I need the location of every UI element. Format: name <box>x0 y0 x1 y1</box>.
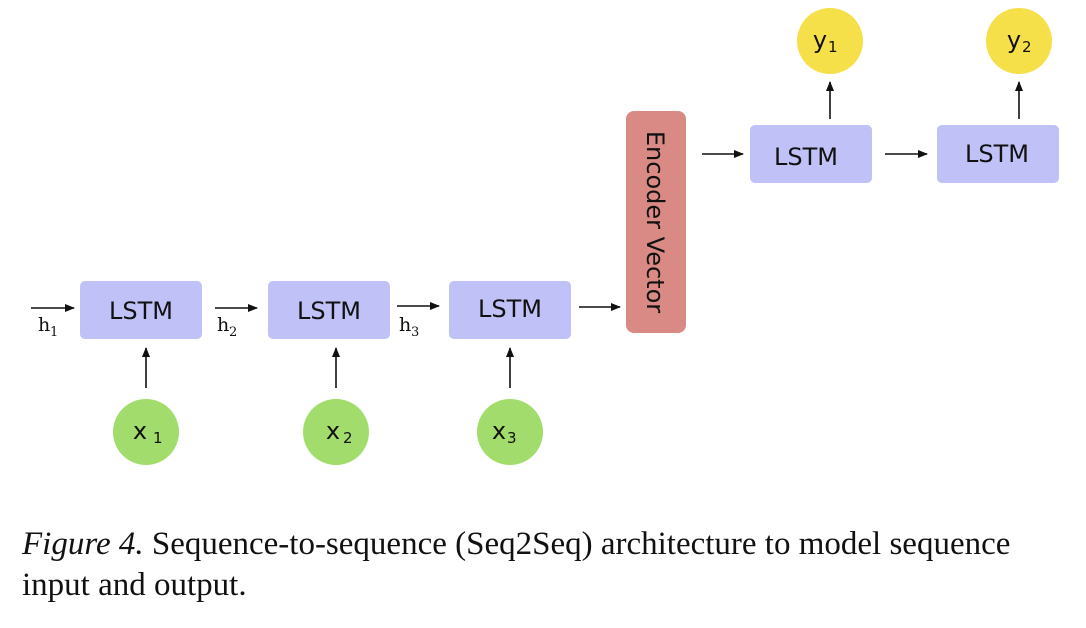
encoder-lstm-1: LSTM <box>80 281 202 339</box>
figure-label: Figure 4. <box>22 526 144 562</box>
figure-caption: Figure 4. Sequence-to-sequence (Seq2Seq)… <box>22 524 1082 606</box>
hidden-label-h2: h 2 <box>217 314 237 340</box>
input-node-x2-subscript: 2 <box>343 429 353 447</box>
input-node-x3-label: x <box>492 417 506 445</box>
encoder-lstm-3: LSTM <box>449 281 571 339</box>
output-node-y2: y 2 <box>986 8 1052 74</box>
hidden-label-h1-base: h <box>38 314 50 336</box>
input-node-x3-subscript: 3 <box>507 429 517 447</box>
hidden-label-h3: h 3 <box>399 314 419 340</box>
hidden-label-h1: h 1 <box>38 314 58 340</box>
output-node-y1: y 1 <box>797 8 863 74</box>
decoder-lstm-1: LSTM <box>750 125 872 183</box>
caption-text: Sequence-to-sequence (Seq2Seq) architect… <box>22 526 1011 603</box>
output-node-y2-subscript: 2 <box>1022 38 1032 56</box>
input-node-x1-subscript: 1 <box>153 429 163 447</box>
encoder-vector-label: Encoder Vector <box>641 131 669 313</box>
output-node-y2-label: y <box>1007 26 1021 54</box>
hidden-label-h1-subscript: 1 <box>50 325 58 340</box>
hidden-label-h3-base: h <box>399 314 411 336</box>
encoder-lstm-3-label: LSTM <box>478 295 542 323</box>
decoder-lstm-1-label: LSTM <box>774 143 838 171</box>
encoder-lstm-1-label: LSTM <box>109 297 173 325</box>
encoder-lstm-2: LSTM <box>268 281 390 339</box>
diagram-canvas: LSTM LSTM LSTM Encoder Vector LSTM LSTM … <box>31 8 1059 465</box>
decoder-lstm-2: LSTM <box>937 125 1059 183</box>
encoder-vector: Encoder Vector <box>626 111 686 333</box>
output-node-y1-label: y <box>813 26 827 54</box>
output-node-y1-subscript: 1 <box>828 38 838 56</box>
hidden-label-h3-subscript: 3 <box>411 325 419 340</box>
input-node-x1-label: x <box>133 417 147 445</box>
input-node-x2: x 2 <box>303 399 369 465</box>
input-node-x3: x 3 <box>477 399 543 465</box>
hidden-label-h2-base: h <box>217 314 229 336</box>
encoder-lstm-2-label: LSTM <box>297 297 361 325</box>
input-node-x2-label: x <box>326 417 340 445</box>
decoder-lstm-2-label: LSTM <box>965 140 1029 168</box>
input-node-x1: x 1 <box>113 399 179 465</box>
hidden-label-h2-subscript: 2 <box>229 325 237 340</box>
